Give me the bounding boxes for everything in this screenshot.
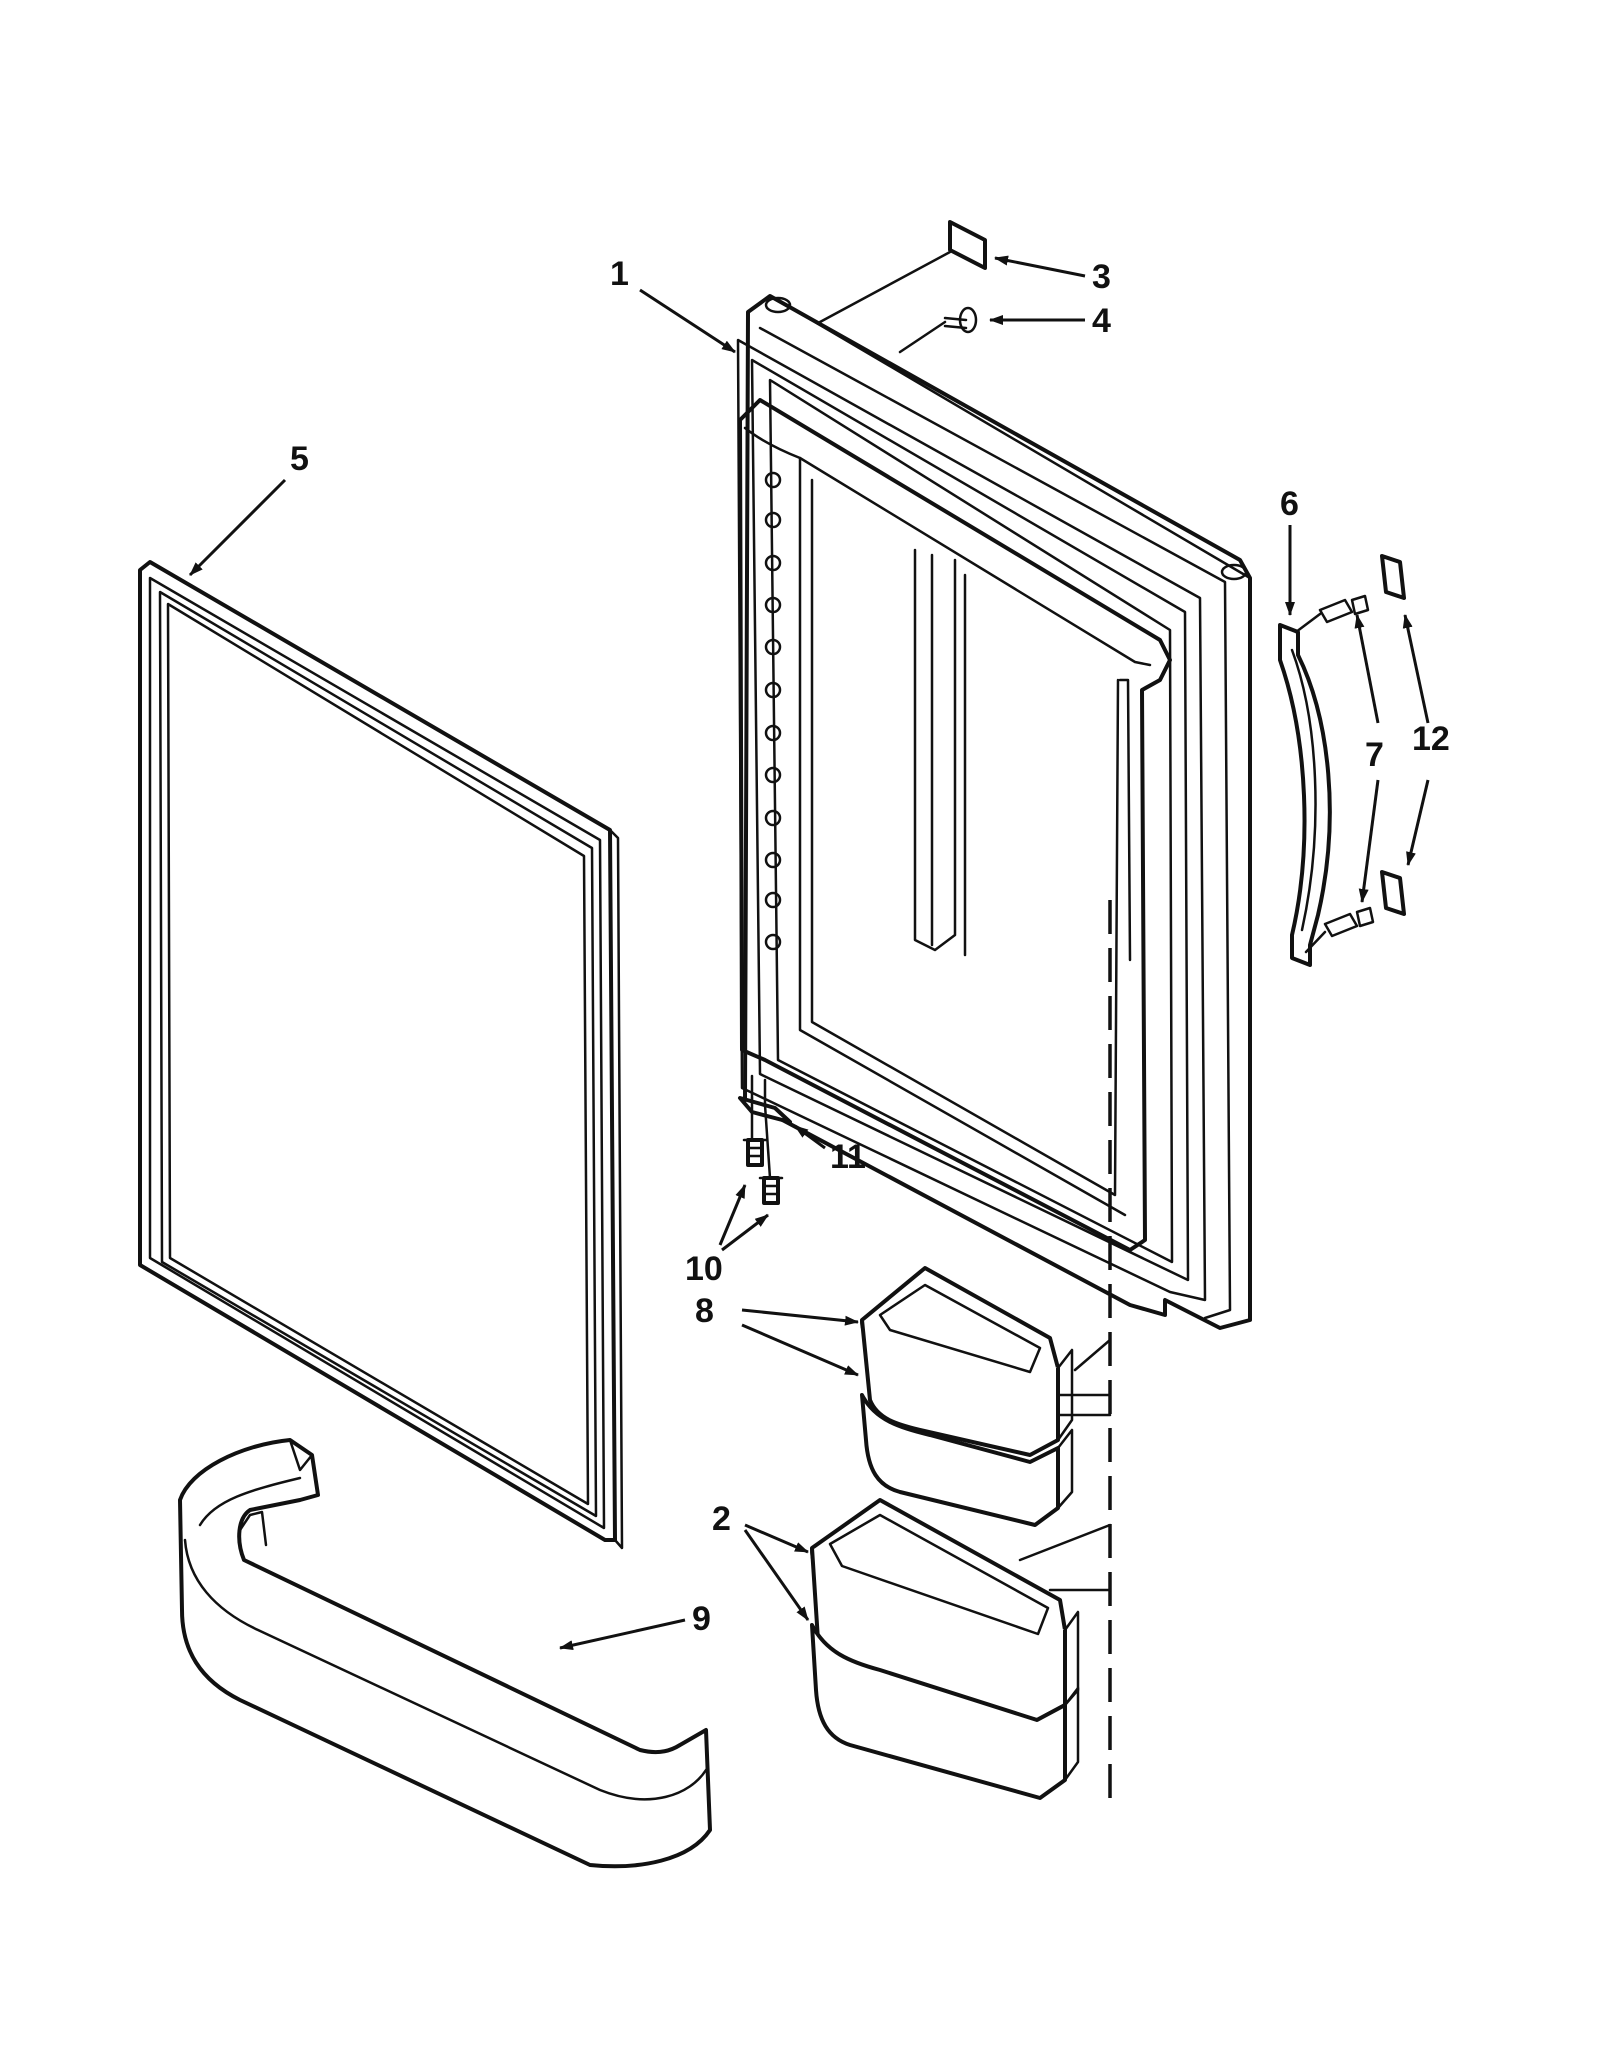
handle-screw-upper bbox=[1318, 594, 1370, 624]
callout-6: 6 bbox=[1280, 485, 1299, 523]
callout-11: 11 bbox=[830, 1138, 866, 1176]
callout-1: 1 bbox=[610, 255, 629, 293]
callout-4: 4 bbox=[1092, 302, 1111, 340]
door-bin-upper-1 bbox=[860, 1266, 1074, 1457]
leader-lines bbox=[188, 255, 1430, 1651]
hinge-screw-1 bbox=[742, 1138, 768, 1167]
handle-screw-lower bbox=[1323, 906, 1375, 938]
callout-8: 8 bbox=[695, 1292, 714, 1330]
hinge-screw-2 bbox=[758, 1176, 784, 1205]
shelf-bumps bbox=[764, 471, 782, 951]
bottom-shelf bbox=[178, 1438, 712, 1869]
door-gasket bbox=[138, 560, 624, 1550]
plug-upper bbox=[1380, 554, 1406, 600]
callout-7: 7 bbox=[1365, 736, 1384, 774]
callout-10: 10 bbox=[685, 1250, 723, 1288]
plug-lower bbox=[1380, 870, 1406, 916]
callout-5: 5 bbox=[290, 440, 309, 478]
callout-2: 2 bbox=[712, 1500, 731, 1538]
stop-pin bbox=[898, 306, 978, 354]
alignment-ticks bbox=[1018, 1338, 1112, 1592]
hinge-leaders bbox=[750, 1096, 772, 1180]
door-panel bbox=[736, 294, 1252, 1330]
door-handle bbox=[1278, 623, 1332, 967]
handle-screw-leaders bbox=[1294, 612, 1327, 954]
door-bin-lower-2 bbox=[810, 1623, 1080, 1800]
callout-labels: 1 3 4 5 6 7 12 11 10 8 2 9 bbox=[290, 255, 1450, 1638]
label-part bbox=[818, 220, 987, 324]
callout-12: 12 bbox=[1412, 720, 1450, 758]
door-bin-upper-2 bbox=[860, 1393, 1074, 1527]
callout-3: 3 bbox=[1092, 258, 1111, 296]
callout-9: 9 bbox=[692, 1600, 711, 1638]
